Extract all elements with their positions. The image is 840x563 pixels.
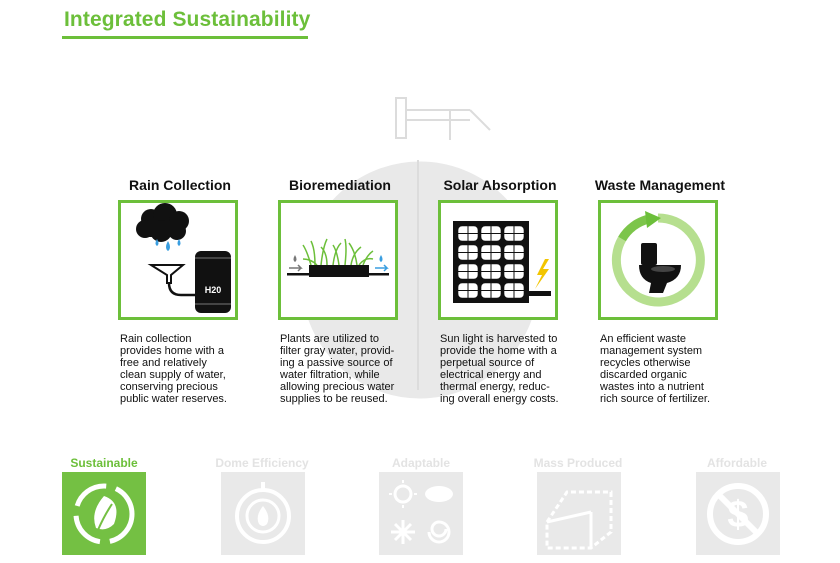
feature-description-solar-absorption: Sun light is harvested to provide the ho… xyxy=(440,333,570,405)
description-line: provides home with a xyxy=(120,345,224,357)
feature-tile-bioremediation xyxy=(278,200,398,320)
page-title: Integrated Sustainability xyxy=(64,8,311,31)
description-line: recycles otherwise xyxy=(600,357,691,369)
description-line: Rain collection xyxy=(120,333,192,345)
leaf-recycle-icon xyxy=(73,483,135,545)
description-line: Plants are utilized to xyxy=(280,333,380,345)
feature-tile-waste-management xyxy=(598,200,718,320)
description-line: discarded organic xyxy=(600,369,687,381)
description-line: perpetual source of xyxy=(440,357,535,369)
no-dollar-icon: $ xyxy=(707,483,769,545)
description-line: filter gray water, provid- xyxy=(280,345,395,357)
description-line: free and relatively xyxy=(120,357,207,369)
description-line: provide the home with a xyxy=(440,345,557,357)
feature-description-waste-management: An efficient waste management system rec… xyxy=(600,333,730,405)
tab-dome-efficiency-label[interactable]: Dome Efficiency xyxy=(215,456,309,470)
tab-adaptable[interactable] xyxy=(379,472,463,555)
description-line: electrical energy and xyxy=(440,369,542,381)
description-line: thermal energy, reduc- xyxy=(440,381,550,393)
description-line: conserving precious xyxy=(120,381,218,393)
description-line: Sun light is harvested to xyxy=(440,333,558,345)
feature-heading-waste-management: Waste Management xyxy=(594,177,726,193)
description-line: allowing precious water xyxy=(280,381,395,393)
dome-flame-icon xyxy=(235,482,291,544)
description-line: An efficient waste xyxy=(600,333,687,345)
container-icon xyxy=(545,490,613,550)
rain-barrel-icon: H20 xyxy=(136,203,231,313)
description-line: water filtration, while xyxy=(280,369,380,381)
feature-tile-rain-collection: H20 xyxy=(118,200,238,320)
feature-heading-solar-absorption: Solar Absorption xyxy=(443,177,557,193)
title-underline xyxy=(62,36,308,39)
description-line: management system xyxy=(600,345,703,357)
feature-description-rain-collection: Rain collection provides home with a fre… xyxy=(120,333,250,405)
tab-affordable-label[interactable]: Affordable xyxy=(707,456,767,470)
description-line: wastes into a nutrient xyxy=(600,381,704,393)
tab-sustainable[interactable] xyxy=(62,472,146,555)
feature-heading-bioremediation: Bioremediation xyxy=(289,177,391,193)
recycle-toilet-icon xyxy=(611,211,705,307)
feature-description-bioremediation: Plants are utilized to filter gray water… xyxy=(280,333,410,405)
svg-text:$: $ xyxy=(727,494,748,536)
solar-panel-icon xyxy=(453,221,551,303)
barrel-label: H20 xyxy=(205,285,222,295)
tab-mass-produced[interactable] xyxy=(537,472,621,555)
tab-mass-produced-label[interactable]: Mass Produced xyxy=(533,456,623,470)
description-line: rich source of fertilizer. xyxy=(600,393,711,405)
description-line: public water reserves. xyxy=(120,393,227,405)
description-line: ing a passive source of xyxy=(280,357,393,369)
description-line: ing overall energy costs. xyxy=(440,393,559,405)
description-line: supplies to be reused. xyxy=(280,393,388,405)
tab-dome-efficiency[interactable] xyxy=(221,472,305,555)
plant-filter-icon xyxy=(287,238,389,277)
tab-adaptable-label[interactable]: Adaptable xyxy=(391,456,450,470)
description-line: clean supply of water, xyxy=(120,369,226,381)
weather-icon xyxy=(389,480,453,544)
feature-heading-rain-collection: Rain Collection xyxy=(129,177,231,193)
tab-sustainable-label[interactable]: Sustainable xyxy=(70,456,138,470)
feature-tile-solar-absorption xyxy=(438,200,558,320)
tab-affordable[interactable]: $ xyxy=(696,472,780,555)
